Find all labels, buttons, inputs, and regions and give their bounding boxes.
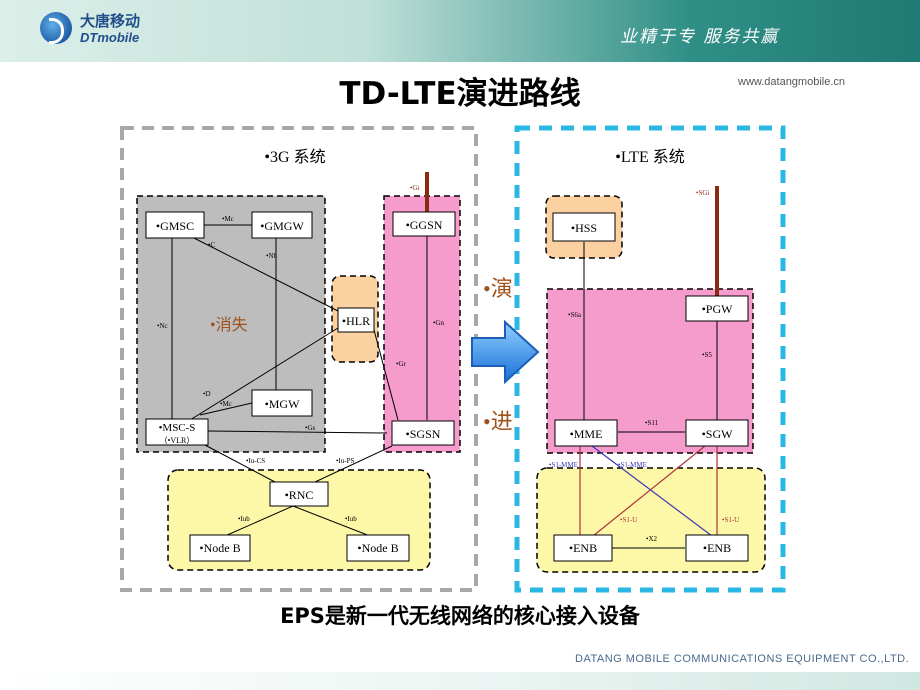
iface-s1-mme-2: •S1-MME [618,461,647,469]
iface-s1-u-2: •S1-U [722,516,739,524]
node-sgw: •SGW [702,427,734,441]
iface-nc: •Nc [157,322,168,330]
iface-gn: •Gn [433,319,445,327]
iface-gs: •Gs [305,424,316,432]
logo-chinese-text: 大唐移动 [80,12,141,30]
node-node-b-2: •Node B [357,541,398,555]
header-banner: 大唐移动 DTmobile 业精于专 服务共赢 [0,0,920,62]
iface-iub-1: •Iub [238,515,250,523]
node-gmsc: •GMSC [156,219,194,233]
iface-gi: •Gi [410,184,420,192]
datang-logo-icon [40,12,72,44]
slogan: 业精于专 服务共赢 [620,27,780,47]
node-vlr: （•VLR） [160,436,195,445]
node-pgw: •PGW [702,302,734,316]
iface-x2: •X2 [646,535,658,543]
iface-s6a: •S6a [568,311,582,319]
iface-s1-u-1: •S1-U [620,516,637,524]
iface-mc-top: •Mc [222,215,234,223]
node-enb-2: •ENB [703,541,731,555]
node-sgsn: •SGSN [406,427,441,441]
logo-english-text: DTmobile [80,30,140,45]
node-ggsn: •GGSN [406,218,443,232]
lte-system-label: •LTE 系统 [615,148,684,166]
node-enb-1: •ENB [569,541,597,555]
node-msc-s: •MSC-S [159,422,196,434]
lte-system-boundary [514,125,786,593]
iface-s11: •S11 [645,419,659,427]
iface-mc-bottom: •Mc [220,400,232,408]
disappear-label: •消失 [210,316,248,334]
iface-gr: •Gr [396,360,407,368]
slide-title: TD-LTE演进路线 [339,76,581,112]
website-url: www.datangmobile.cn [738,76,846,88]
ps-domain-area [383,195,461,453]
iface-iub-2: •Iub [345,515,357,523]
company-footer: DATANG MOBILE COMMUNICATIONS EQUIPMENT C… [575,653,910,665]
iface-iu-ps: •Iu-PS [336,457,355,465]
evolve-label-top: •演 [483,276,513,301]
node-gmgw: •GMGW [260,219,304,233]
node-rnc: •RNC [285,488,314,502]
node-node-b-1: •Node B [199,541,240,555]
3g-system-label: •3G 系统 [264,148,325,166]
iface-d: •D [203,390,211,398]
iface-c: •C [208,241,215,249]
node-hss: •HSS [571,221,597,235]
evolve-label-bottom: •进 [483,409,513,434]
iface-sgi: •SGi [696,189,709,197]
conclusion-text: EPS是新一代无线网络的核心接入设备 [280,604,640,628]
iface-iu-cs: •Iu-CS [246,457,265,465]
iface-s1-mme-1: •S1-MME [549,461,578,469]
evolution-arrow-icon [471,319,540,385]
node-mme: •MME [570,427,603,441]
node-mgw: •MGW [265,397,301,411]
iface-s5: •S5 [702,351,712,359]
iface-nb: •Nb [266,252,278,260]
node-hlr: •HLR [342,314,370,328]
footer-band [0,672,920,690]
